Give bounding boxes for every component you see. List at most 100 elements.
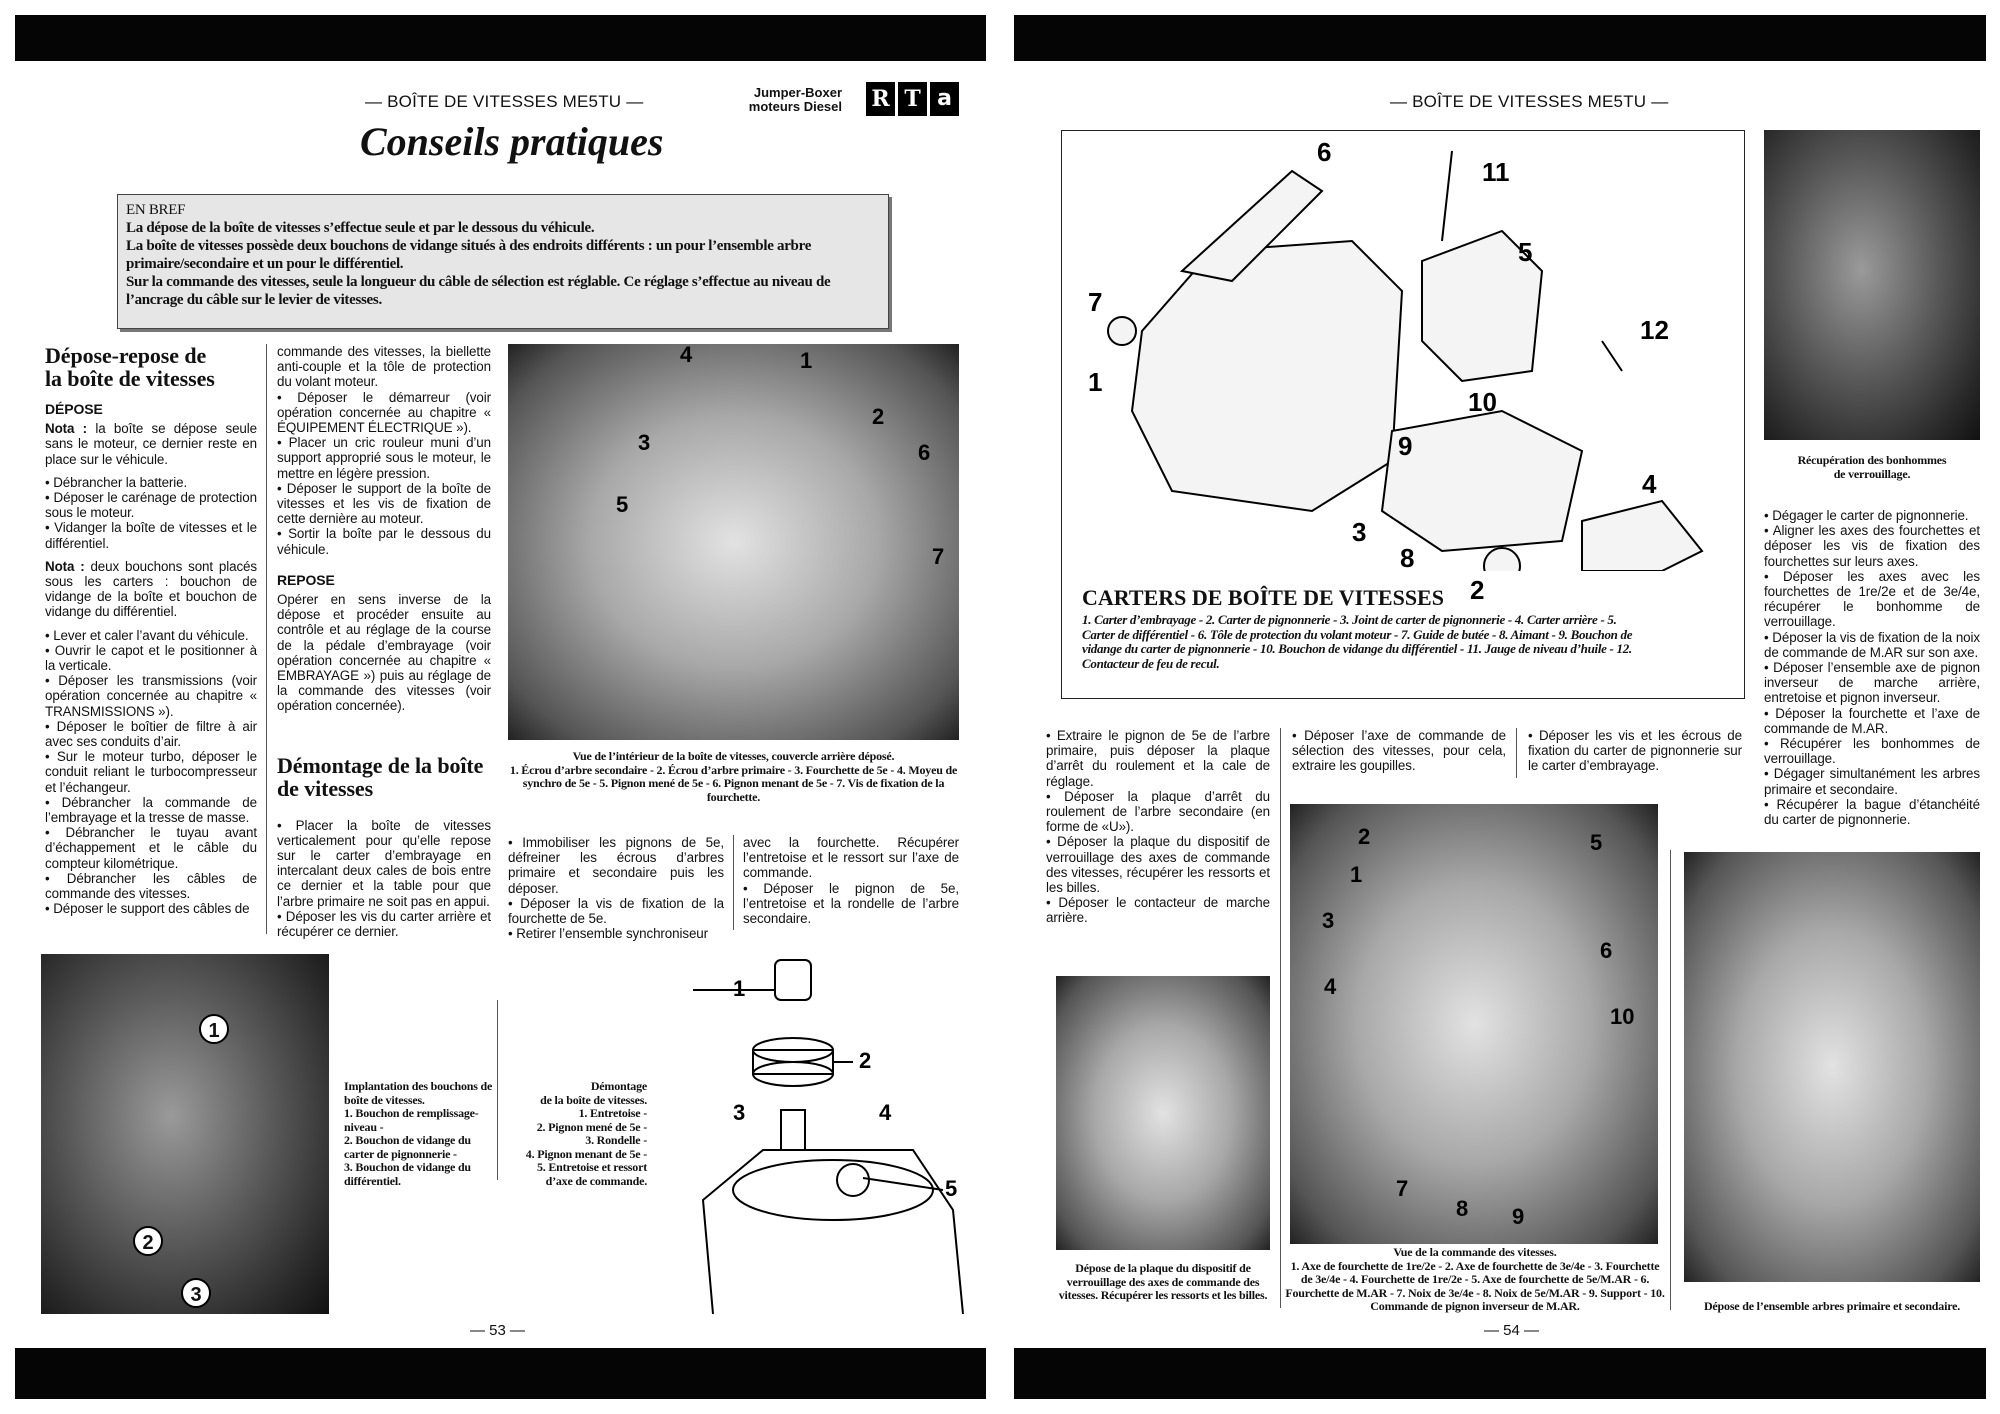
step: • Retirer l’ensemble synchroniseur — [508, 926, 708, 942]
step: • Sur le moteur turbo, déposer le condui… — [45, 749, 257, 795]
section-heading: Démontage de la boîte de vitesses — [277, 752, 484, 801]
callout: 1 — [800, 348, 813, 373]
step: • Récupérer la bague d’étanchéité du car… — [1764, 796, 1980, 828]
column-3: • Immobiliser les pignons de 5e, défrein… — [508, 835, 724, 941]
step: • Déposer la plaque d’arrêt du roulement… — [1046, 788, 1270, 835]
top-bar-right — [1014, 15, 1986, 61]
step: • Placer un cric rouleur muni d’un suppo… — [277, 435, 491, 481]
subheading-repose: REPOSE — [277, 571, 335, 588]
photo-gear-selector: 2 5 1 3 6 4 10 7 8 9 — [1290, 804, 1658, 1244]
callout: 5 — [945, 1176, 958, 1201]
bottom-bar-right — [1014, 1348, 1986, 1399]
logo-letter: a — [930, 82, 959, 116]
photo-lock-plate — [1056, 976, 1270, 1250]
callout: 12 — [1640, 315, 1669, 345]
step: • Déposer les vis du carter arrière et r… — [277, 908, 491, 940]
vehicle-label: Jumper-Boxer moteurs Diesel — [746, 86, 842, 114]
caption-legend: 1. Axe de fourchette de 1re/2e - 2. Axe … — [1285, 1258, 1665, 1313]
en-bref-line: La dépose de la boîte de vitesses s’effe… — [126, 220, 595, 236]
nota: Nota : la boîte se dépose seule sans le … — [45, 421, 257, 467]
callout: 7 — [1088, 287, 1103, 317]
step: • Déposer le contacteur de marche arrièr… — [1046, 895, 1270, 926]
step: • Récupérer les bonhommes de verrouillag… — [1764, 736, 1980, 767]
photo-caption: Vue de la commande des vitesses. 1. Axe … — [1285, 1245, 1665, 1314]
step: avec la fourchette. Récupérer l’entretoi… — [743, 835, 959, 881]
step: • Déposer la vis de fixation de la fourc… — [508, 895, 724, 927]
step: • Débrancher la batterie. — [45, 474, 188, 490]
step: • Déposer le démarreur (voir opération c… — [277, 389, 491, 436]
callout: 6 — [1600, 938, 1613, 963]
nota-label: Nota : — [45, 558, 85, 574]
step: • Déposer le carénage de protection sous… — [45, 490, 257, 521]
callout: 3 — [1352, 517, 1367, 547]
column-2: commande des vitesses, la biellette anti… — [277, 344, 491, 939]
caption-title: Implantation des bouchons de boîte de vi… — [344, 1079, 493, 1107]
vehicle-line: Jumper-Boxer — [753, 85, 842, 100]
callout: 6 — [918, 440, 931, 465]
step: • Déposer le support de la boîte de vite… — [277, 480, 491, 527]
diagram-title: CARTERS DE BOÎTE DE VITESSES — [1082, 585, 1444, 610]
nota-text: la boîte se dépose seule sans le moteur,… — [45, 421, 257, 467]
section-heading: Dépose-repose de la boîte de vitesses — [45, 343, 215, 391]
photo-lock-recovery — [1764, 130, 1980, 440]
callout: 4 — [1642, 469, 1657, 499]
step: • Immobiliser les pignons de 5e, défrein… — [508, 835, 724, 896]
page-title: Conseils pratiques — [360, 119, 664, 164]
vehicle-line: moteurs Diesel — [748, 99, 842, 114]
photo-caption: Implantation des bouchons de boîte de vi… — [344, 1079, 494, 1188]
callout: 5 — [1590, 830, 1603, 855]
en-bref-heading: EN BREF — [126, 202, 186, 218]
step: • Vidanger la boîte de vitesses et le di… — [45, 520, 257, 551]
repose-text: Opérer en sens inverse de la dépose et p… — [277, 592, 491, 714]
callout: 1 — [1088, 367, 1103, 397]
caption-line: 2. Pignon mené de 5e - — [536, 1119, 647, 1134]
photo-caption: Dépose de l’ensemble arbres primaire et … — [1703, 1299, 1961, 1313]
en-bref-box: EN BREF La dépose de la boîte de vitesse… — [117, 194, 889, 329]
callout: 1 — [199, 1014, 229, 1044]
photo-caption: Vue de l’intérieur de la boîte de vitess… — [508, 749, 959, 804]
column-c: • Déposer les vis et les écrous de fixat… — [1528, 728, 1742, 774]
callout: 3 — [638, 430, 651, 455]
caption-item: 2. Bouchon de vidange du carter de pigno… — [344, 1133, 471, 1161]
callout: 9 — [1512, 1204, 1525, 1229]
callout: 10 — [1610, 1004, 1635, 1029]
nota-text: deux bouchons sont placés sous les carte… — [45, 558, 257, 620]
step: • Déposer la plaque du dispositif de ver… — [1046, 834, 1270, 896]
caption-item: 3. Bouchon de vidange du différentiel. — [344, 1160, 471, 1188]
step: • Déposer la vis de fixation de la noix … — [1764, 629, 1980, 660]
step: commande des vitesses, la biellette anti… — [277, 344, 491, 390]
callout: 4 — [879, 1100, 892, 1125]
caption-line: de la boîte de vitesses. — [540, 1092, 647, 1107]
photo-shafts-removal — [1684, 852, 1980, 1282]
bottom-bar-left — [15, 1348, 986, 1399]
diagram-legend: 1. Carter d’embrayage - 2. Carter de pig… — [1082, 612, 1633, 671]
column-right: • Dégager le carter de pignonnerie. • Al… — [1764, 508, 1980, 827]
callout: 3 — [733, 1100, 746, 1125]
caption-title: Vue de la commande des vitesses. — [1393, 1245, 1557, 1259]
running-header-right: — BOÎTE DE VITESSES ME5TU — — [1390, 92, 1669, 111]
caption-item: 1. Bouchon de remplissage-niveau - — [344, 1106, 479, 1134]
subheading-depose: DÉPOSE — [45, 401, 103, 417]
nota: Nota : deux bouchons sont placés sous le… — [45, 559, 257, 620]
caption-line: de verrouillage. — [1833, 466, 1911, 481]
step: • Déposer les axes avec les fourchettes … — [1764, 568, 1980, 630]
caption-line: Démontage — [590, 1079, 647, 1093]
column-4: avec la fourchette. Récupérer l’entretoi… — [743, 835, 959, 926]
callout: 7 — [1396, 1176, 1409, 1201]
caption-line: 3. Rondelle - — [585, 1133, 647, 1147]
callout: 3 — [1322, 908, 1335, 933]
step: • Aligner les axes des fourchettes et dé… — [1764, 523, 1980, 569]
callout: 5 — [616, 492, 629, 517]
step: • Extraire le pignon de 5e de l’arbre pr… — [1046, 728, 1270, 789]
caption-legend: 1. Écrou d’arbre secondaire - 2. Écrou d… — [509, 762, 958, 804]
callout: 2 — [133, 1226, 163, 1256]
caption-line: 4. Pignon menant de 5e - — [525, 1146, 647, 1161]
step: • Déposer l’ensemble axe de pignon inver… — [1764, 660, 1980, 706]
callout: 2 — [872, 404, 885, 429]
step: • Déposer les vis et les écrous de fixat… — [1528, 728, 1742, 774]
callout: 10 — [1468, 387, 1497, 417]
column-a: • Extraire le pignon de 5e de l’arbre pr… — [1046, 728, 1270, 926]
top-bar-left — [15, 15, 986, 61]
column-b: • Déposer l’axe de commande de sélection… — [1292, 728, 1506, 774]
step: • Déposer le pignon de 5e, l’entretoise … — [743, 880, 959, 927]
